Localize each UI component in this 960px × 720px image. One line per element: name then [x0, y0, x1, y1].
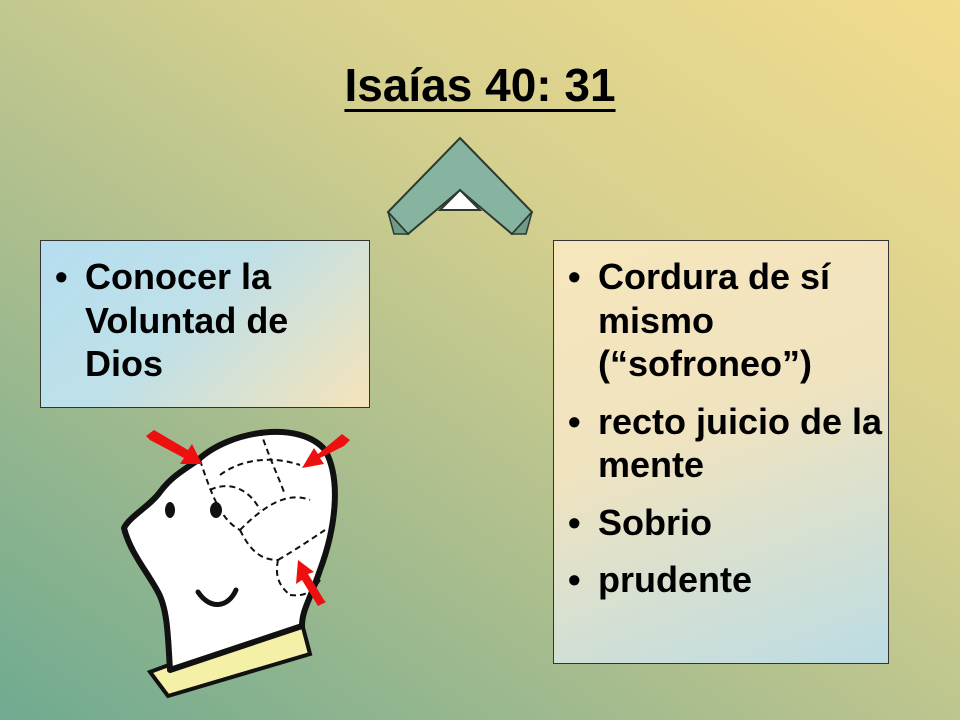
list-item: Conocer la Voluntad de Dios [41, 255, 369, 386]
list-item: prudente [554, 558, 888, 602]
left-bullet-list: Conocer la Voluntad de Dios [41, 241, 369, 386]
right-bullet-list: Cordura de sí mismo (“sofroneo”) recto j… [554, 241, 888, 602]
slide-title-text: Isaías 40: 31 [344, 59, 616, 111]
pointer-arrow-icon [146, 430, 350, 606]
list-item: recto juicio de la mente [554, 400, 888, 487]
left-textbox: Conocer la Voluntad de Dios [40, 240, 370, 408]
split-arrow-icon [386, 136, 534, 236]
list-item: Cordura de sí mismo (“sofroneo”) [554, 255, 888, 386]
head-outline [121, 428, 338, 673]
eye-right [210, 502, 222, 518]
right-textbox: Cordura de sí mismo (“sofroneo”) recto j… [553, 240, 889, 664]
head-illustration [121, 428, 350, 699]
eye-left [165, 502, 175, 518]
smile [195, 587, 239, 607]
list-item: Sobrio [554, 501, 888, 545]
brain-dashed-lines [199, 429, 326, 597]
slide-title: Isaías 40: 31 [0, 58, 960, 112]
